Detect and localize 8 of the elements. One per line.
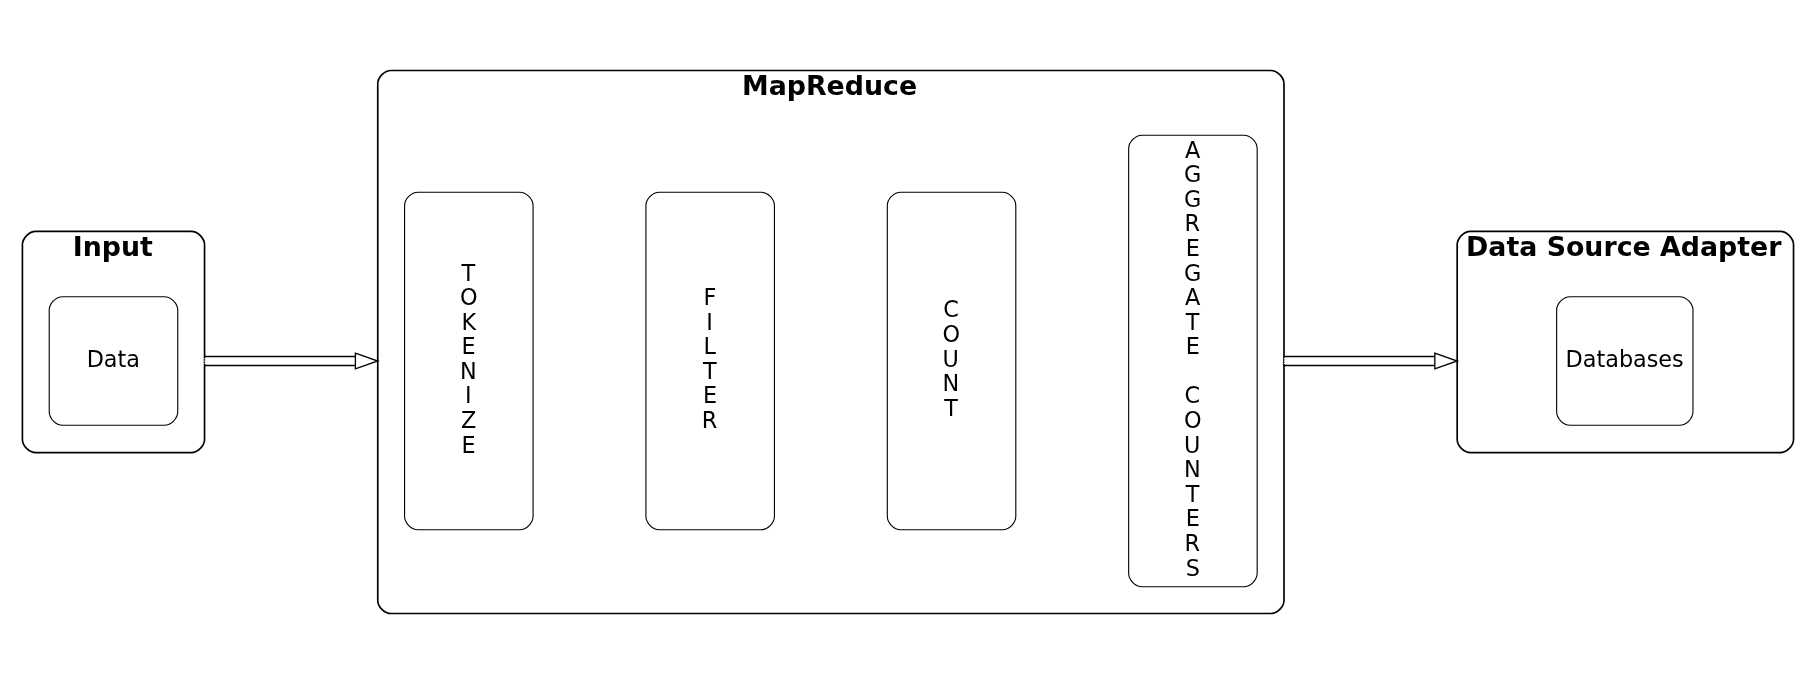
arrow [1282, 351, 1459, 370]
node-box: Data [48, 295, 178, 426]
arrow [203, 351, 380, 370]
node-box: FILTER [644, 191, 775, 530]
node-box: Databases [1555, 295, 1693, 426]
node-box: TOKENIZE [403, 191, 534, 530]
node-box: AGGREGATE COUNTERS [1127, 134, 1258, 587]
node-box: COUNT [886, 191, 1016, 530]
